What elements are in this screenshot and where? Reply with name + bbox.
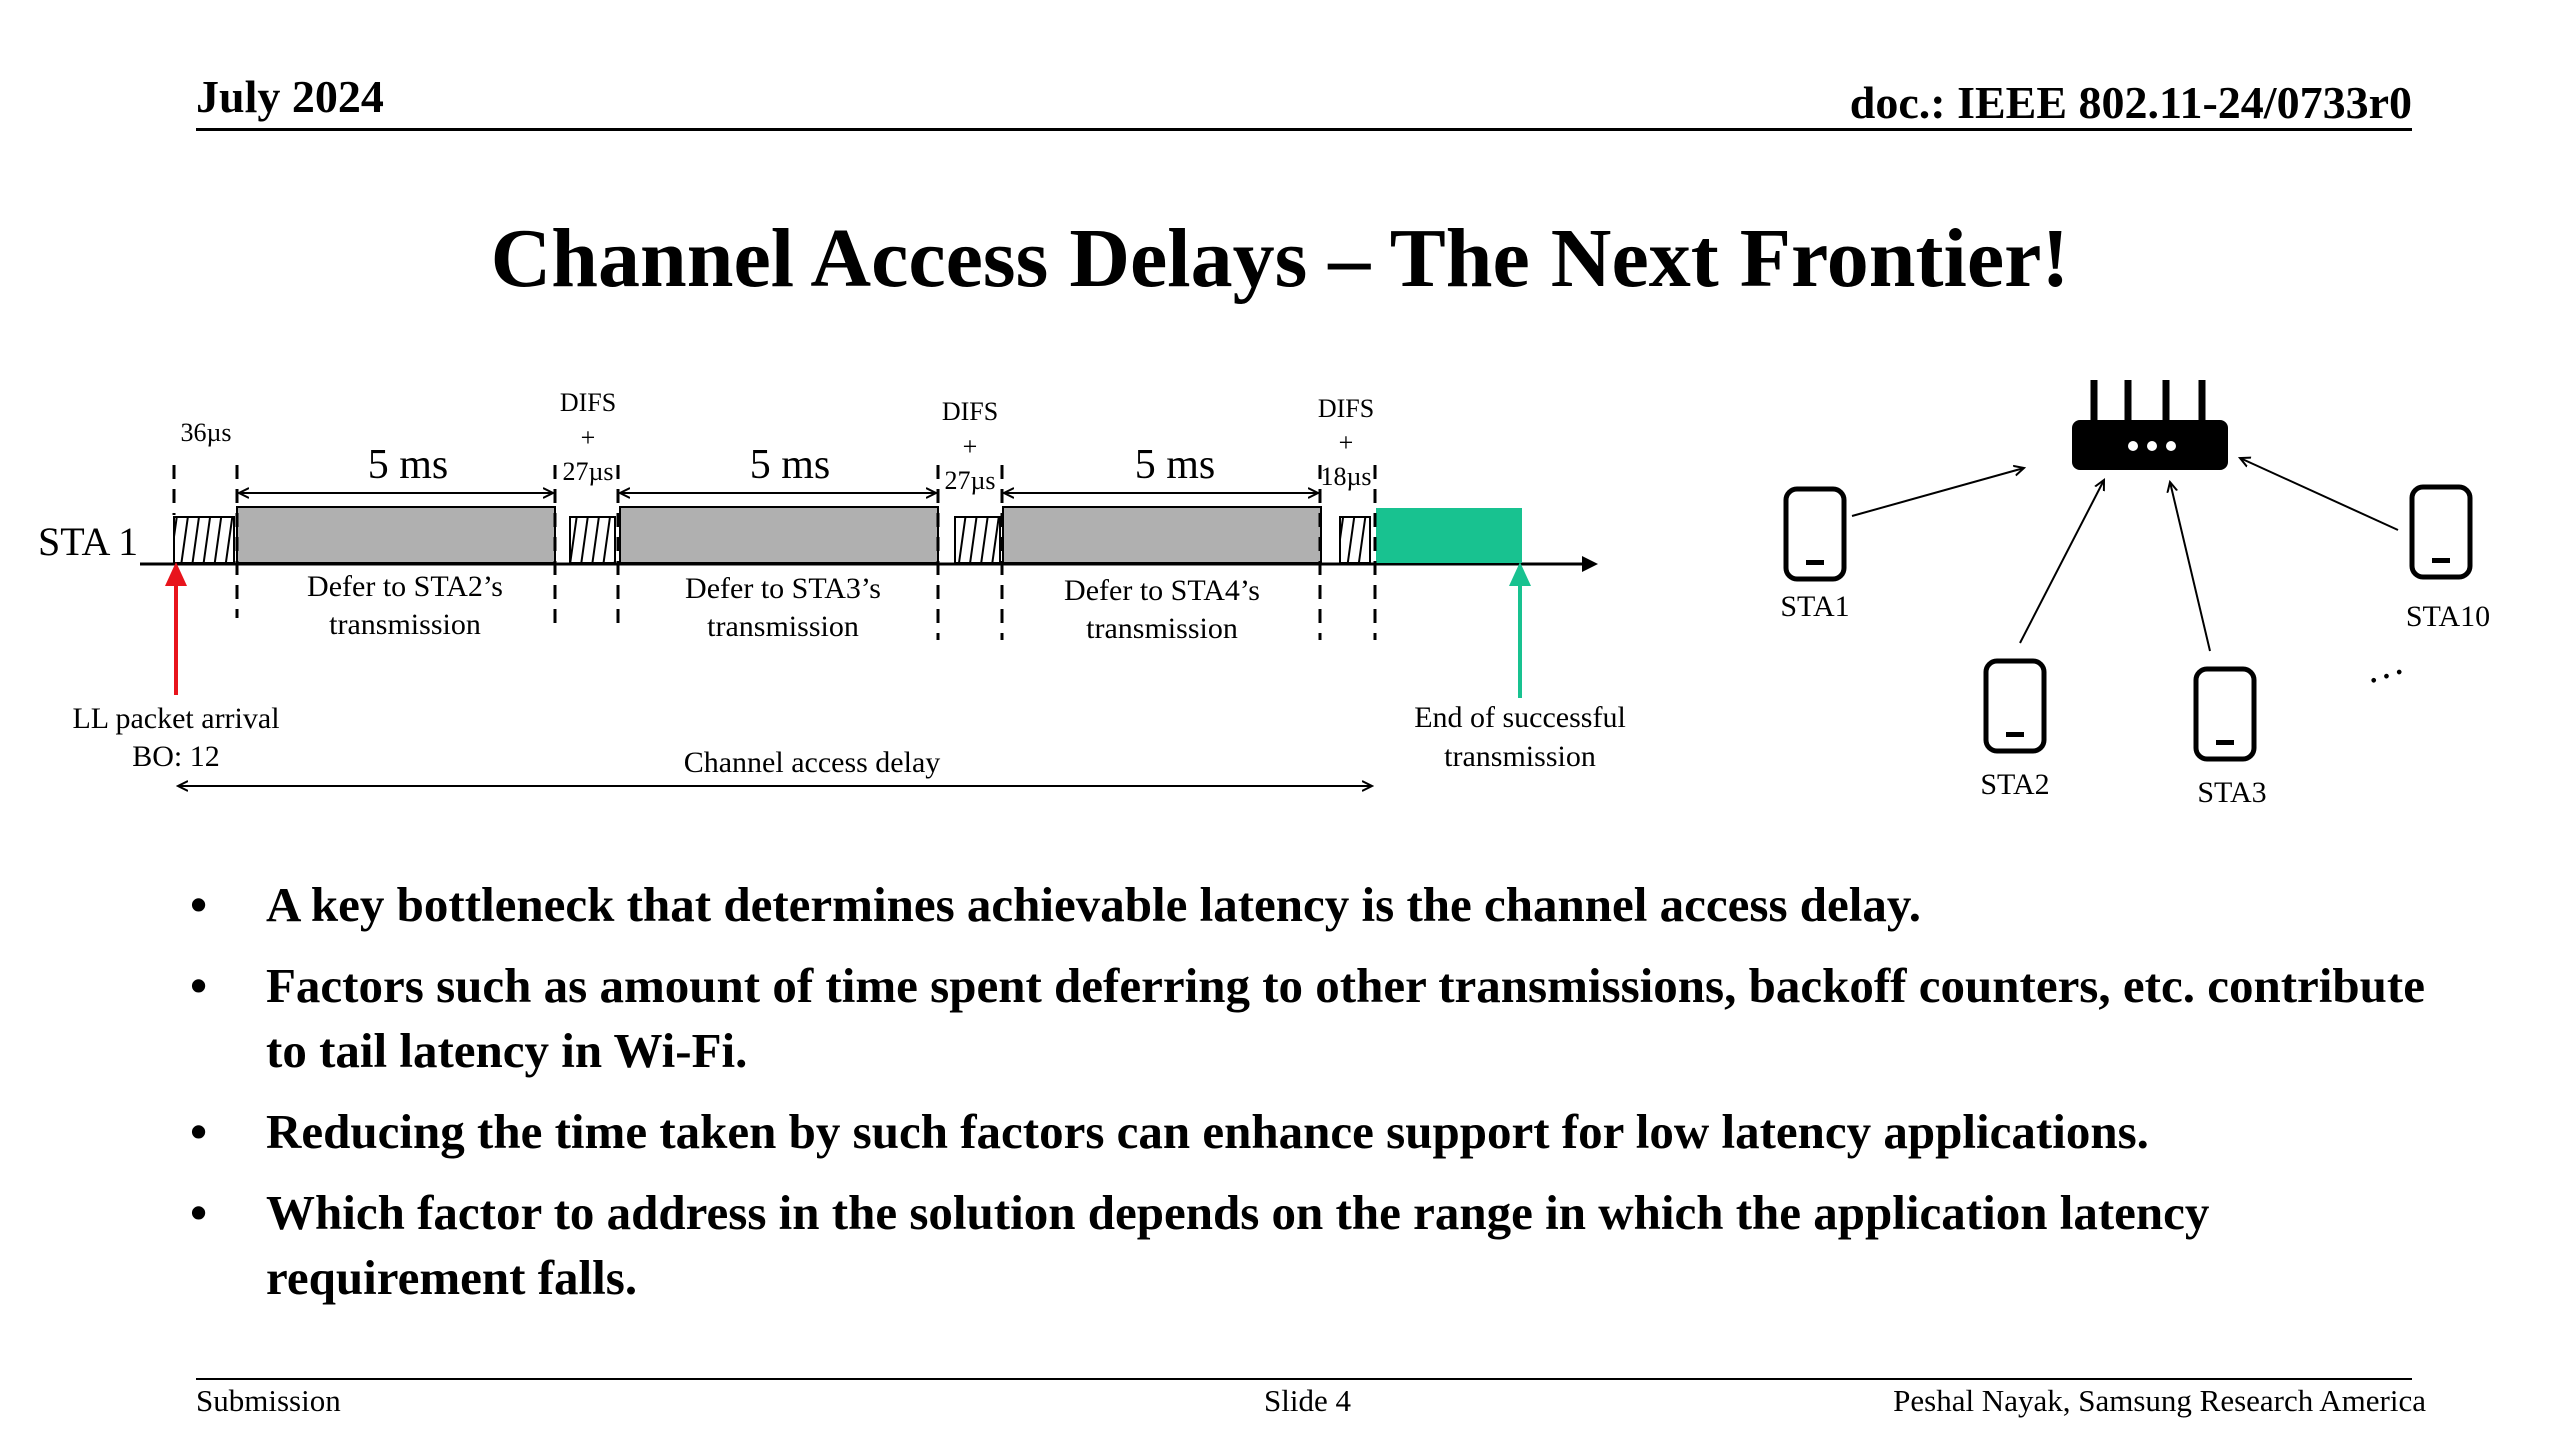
defer-label-line2: transmission: [707, 610, 859, 643]
initial-gap-label: 36µs: [180, 418, 231, 447]
backoff-count-label: BO: 12: [132, 740, 220, 773]
bullet-marker: •: [190, 1185, 208, 1240]
defer-block-sta3: [619, 506, 939, 564]
boundary-markers: [172, 465, 1377, 640]
channel-access-delay-label: Channel access delay: [684, 746, 941, 779]
station-label-sta2: STA2: [1980, 768, 2049, 801]
station-label-sta10: STA10: [2406, 600, 2490, 633]
gap-label: 18µs: [1320, 462, 1371, 491]
bullet-marker: •: [190, 1104, 208, 1159]
gap-label: 27µs: [562, 457, 613, 486]
bullet-item: • Reducing the time taken by such factor…: [190, 1099, 2460, 1164]
bullet-text: Reducing the time taken by such factors …: [266, 1104, 2149, 1159]
difs-label: DIFS: [942, 397, 998, 426]
bullet-item: • Which factor to address in the solutio…: [190, 1180, 2460, 1310]
gap-label: 27µs: [944, 466, 995, 495]
bullet-marker: •: [190, 877, 208, 932]
packet-arrival-label: LL packet arrival: [72, 702, 279, 735]
end-transmission-label: End of successful: [1414, 701, 1626, 734]
slide-title: Channel Access Delays – The Next Frontie…: [490, 212, 2070, 305]
link-arrows: [1851, 458, 2399, 652]
duration-label: 5 ms: [368, 442, 449, 488]
end-transmission-arrowhead: [1509, 562, 1531, 586]
bullet-text: A key bottleneck that determines achieva…: [266, 877, 1921, 932]
defer-label-line2: transmission: [329, 608, 481, 641]
footer-submission: Submission: [196, 1383, 341, 1418]
access-point-icon: [2072, 380, 2228, 470]
backoff-slots: [1339, 516, 1371, 564]
bullet-text: Which factor to address in the solution …: [266, 1185, 2210, 1305]
defer-label-line2: transmission: [1086, 612, 1238, 645]
backoff-slots: [173, 516, 235, 564]
difs-label: DIFS: [560, 388, 616, 417]
defer-label-line1: Defer to STA2’s: [307, 570, 503, 603]
sta1-timeline-label: STA 1: [38, 519, 138, 564]
bullet-item: • A key bottleneck that determines achie…: [190, 872, 2460, 937]
bullet-text: Factors such as amount of time spent def…: [266, 958, 2425, 1078]
defer-label-line1: Defer to STA3’s: [685, 572, 881, 605]
defer-block-sta2: [236, 506, 556, 564]
footer-slide-number: Slide 4: [1264, 1383, 1351, 1418]
difs-label: DIFS: [1318, 394, 1374, 423]
end-transmission-label-2: transmission: [1444, 740, 1596, 773]
defer-block-sta4: [1002, 506, 1322, 564]
packet-arrival-arrowhead: [165, 562, 187, 586]
bullet-item: • Factors such as amount of time spent d…: [190, 953, 2460, 1083]
duration-label: 5 ms: [750, 442, 831, 488]
backoff-slots: [569, 516, 616, 564]
duration-label: 5 ms: [1135, 442, 1216, 488]
channel-access-diagram: STA 1 5 ms 5 ms 5 ms 36µs DIFS + 27µs: [38, 380, 2490, 809]
plus-label: +: [963, 432, 978, 461]
header-date: July 2024: [196, 71, 384, 122]
header-doc-id: doc.: IEEE 802.11-24/0733r0: [1849, 77, 2412, 128]
plus-label: +: [1339, 428, 1354, 457]
phone-button-marks: [1806, 558, 2450, 745]
footer-divider: [196, 1378, 2412, 1380]
footer-author: Peshal Nayak, Samsung Research America: [1893, 1383, 2426, 1418]
successful-transmission-block: [1376, 508, 1522, 563]
more-stations-ellipsis: …: [2357, 637, 2409, 692]
backoff-slots: [954, 516, 1001, 564]
bullet-list: • A key bottleneck that determines achie…: [190, 872, 2460, 1326]
plus-label: +: [581, 423, 596, 452]
timeline-axis-arrowhead: [1582, 556, 1598, 572]
header-divider: [196, 128, 2412, 131]
bullet-marker: •: [190, 958, 208, 1013]
phone-icon: [1783, 484, 2473, 762]
station-label-sta1: STA1: [1780, 590, 1849, 623]
station-label-sta3: STA3: [2197, 776, 2266, 809]
defer-label-line1: Defer to STA4’s: [1064, 574, 1260, 607]
